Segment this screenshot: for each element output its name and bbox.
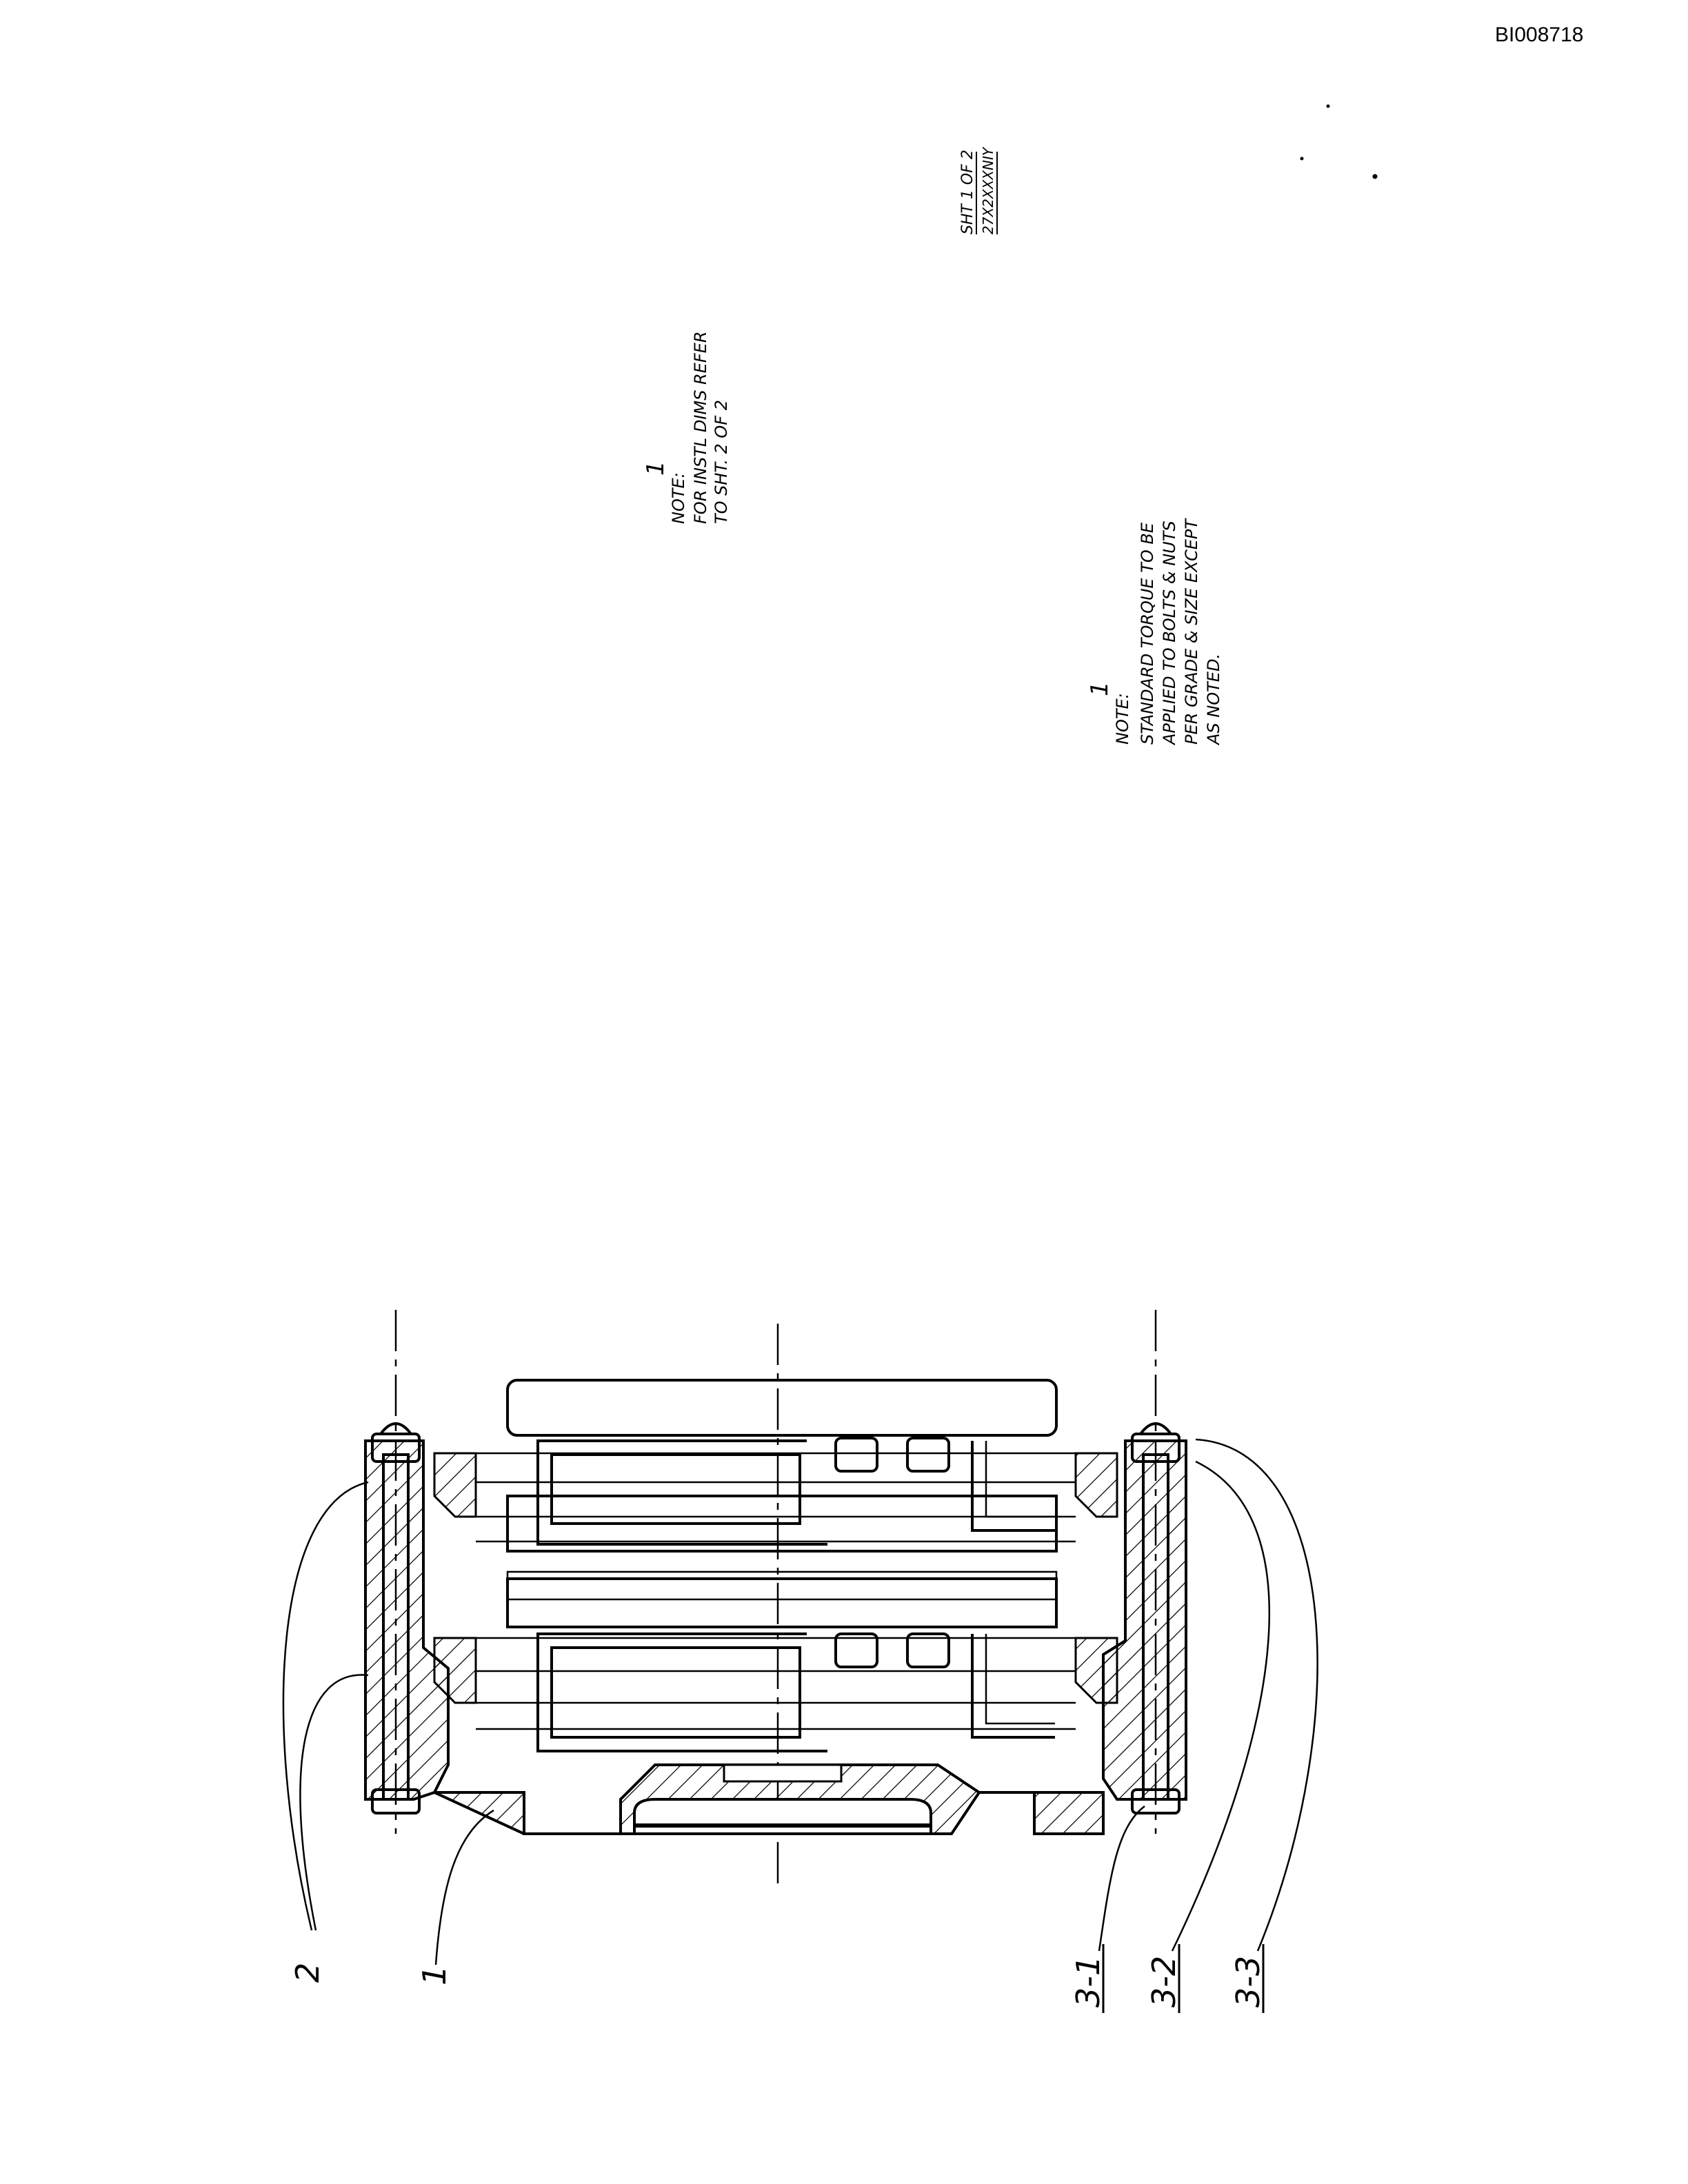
- leader-lines: [282, 1438, 1318, 1965]
- torque-note-flag: 1: [1086, 681, 1114, 696]
- tie-bolt-left: [382, 1453, 410, 1801]
- tie-bolt-right: [1142, 1453, 1169, 1801]
- coil-bracket-bottom-outer: [536, 1632, 827, 1752]
- torque-note-line-4: AS NOTED.: [1204, 654, 1223, 746]
- nut-right-bottom: [1131, 1788, 1180, 1814]
- callout-1: 1: [416, 1965, 453, 1985]
- base-boss: [723, 1763, 843, 1783]
- install-note-flag: 1: [642, 461, 670, 476]
- bolt-head-left-top: [379, 1422, 412, 1435]
- middle-plate-bottom: [506, 1577, 1058, 1628]
- end-plate-top: [506, 1379, 1058, 1437]
- torque-note: NOTE: 1 STANDARD TORQUE TO BE APPLIED TO…: [1086, 518, 1223, 746]
- sheet-number: SHT 1 OF 2: [959, 150, 976, 234]
- speck-mark: [1300, 156, 1304, 161]
- assembly-section: [364, 1310, 1187, 1889]
- hex-part: [906, 1437, 950, 1473]
- hex-part: [906, 1632, 950, 1668]
- leader-item-2b: [299, 1674, 369, 1931]
- middle-plate-top: [506, 1495, 1058, 1553]
- torque-note-line-3: PER GRADE & SIZE EXCEPT: [1182, 518, 1201, 745]
- seal-ring-left-bottom: [433, 1637, 477, 1704]
- coil-bracket-top-inner: [550, 1453, 801, 1525]
- bolt-head-right-top: [1139, 1422, 1172, 1435]
- callout-3-1: 3-1: [1069, 1956, 1107, 2008]
- seal-ring-right-bottom: [1074, 1637, 1118, 1704]
- hex-part: [834, 1632, 878, 1668]
- install-note-line-2: TO SHT. 2 OF 2: [712, 400, 731, 524]
- torque-note-line-1: STANDARD TORQUE TO BE: [1138, 522, 1157, 745]
- leader-item-3-1: [1098, 1806, 1145, 1952]
- coil-bracket-top-outer: [536, 1439, 827, 1546]
- leader-item-2a: [282, 1481, 369, 1931]
- document-id: BI008718: [1495, 23, 1584, 46]
- install-note-label: NOTE:: [669, 472, 688, 524]
- seal-ring-left-top: [433, 1452, 477, 1518]
- coil-bracket-bottom-inner: [550, 1646, 801, 1739]
- torque-note-label: NOTE:: [1113, 693, 1132, 745]
- speck-mark: [1372, 174, 1378, 179]
- callout-labels: 2 1 3-1 3-2 3-3: [289, 1944, 1267, 2013]
- speck-mark: [1326, 104, 1330, 108]
- middle-plate-flange: [506, 1570, 1058, 1601]
- nut-left-top: [371, 1433, 421, 1463]
- nut-right-top: [1131, 1433, 1180, 1463]
- install-note-line-1: FOR INSTL DIMS REFER: [691, 331, 710, 524]
- callout-2: 2: [289, 1963, 326, 1983]
- leader-item-1: [434, 1809, 494, 1965]
- drawing-number: 27X2XXXNIY: [980, 146, 996, 234]
- right-bracket-bottom: [971, 1634, 1055, 1739]
- torque-note-line-2: APPLIED TO BOLTS & NUTS: [1160, 520, 1179, 746]
- seal-ring-right-top: [1074, 1452, 1118, 1518]
- nut-left-bottom: [371, 1788, 421, 1814]
- sheet-block: SHT 1 OF 2 27X2XXXNIY: [959, 146, 998, 234]
- leader-item-3-3: [1195, 1438, 1318, 1952]
- leader-item-3-2: [1171, 1460, 1271, 1952]
- callout-3-2: 3-2: [1145, 1956, 1183, 2008]
- base-recess: [633, 1798, 932, 1835]
- right-bracket-top: [971, 1441, 1055, 1532]
- callout-3-3: 3-3: [1229, 1956, 1267, 2008]
- install-note: NOTE: 1 FOR INSTL DIMS REFER TO SHT. 2 O…: [642, 331, 731, 524]
- hex-part: [834, 1437, 878, 1473]
